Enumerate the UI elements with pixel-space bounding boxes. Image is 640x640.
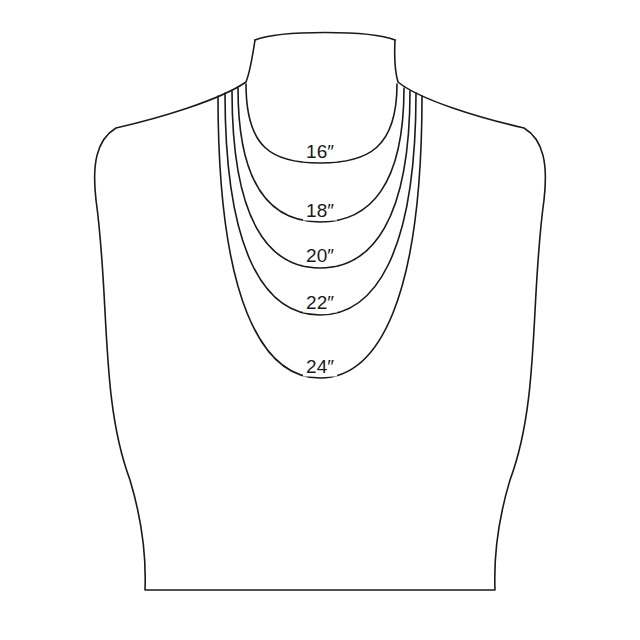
- length-label: 18″: [303, 200, 337, 221]
- necklace-20: [232, 91, 410, 268]
- necklace-16: [246, 84, 397, 163]
- length-label: 24″: [303, 356, 337, 377]
- neck-top: [255, 33, 395, 41]
- bust-outline: [95, 40, 546, 590]
- necklace-22: [225, 93, 416, 315]
- necklace-24: [218, 96, 422, 378]
- length-label: 22″: [303, 292, 337, 313]
- length-label: 16″: [303, 141, 337, 162]
- length-label: 20″: [303, 245, 337, 266]
- necklace-18: [238, 88, 404, 222]
